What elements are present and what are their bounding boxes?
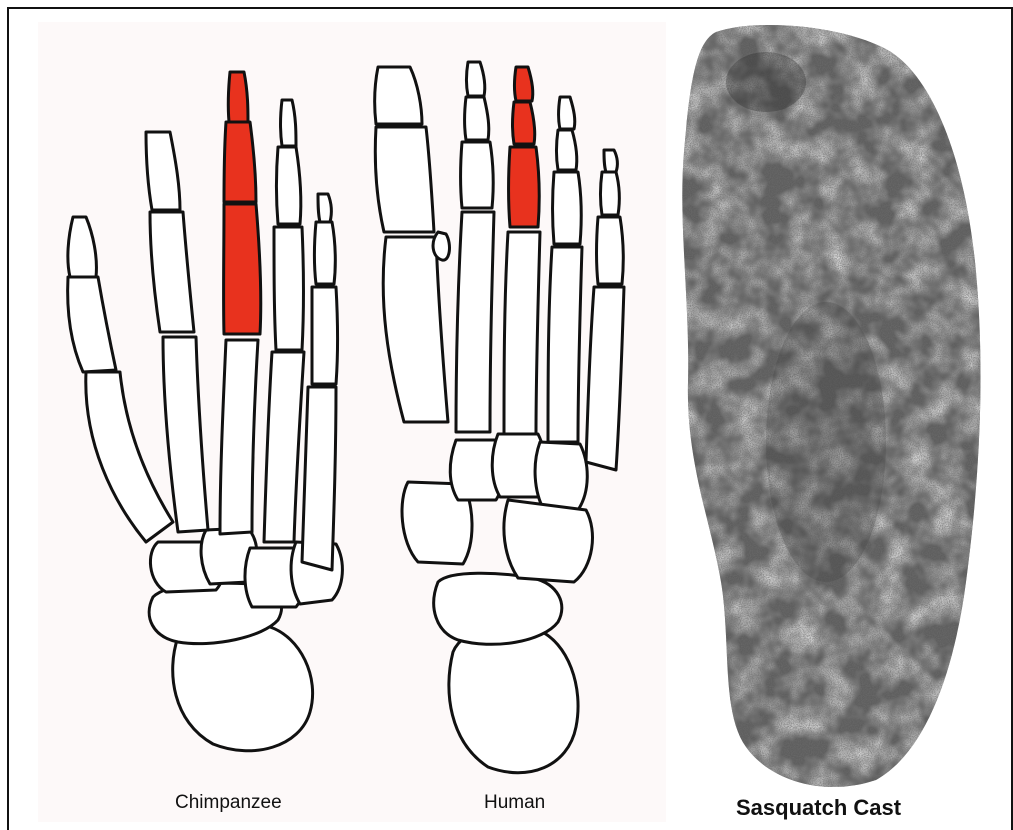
foot-skeleton-diagrams: Chimpanzee Human [38,22,666,822]
human-toe4-phalanx-1 [553,172,582,244]
human-toe2-phalanx-1 [461,142,494,208]
skeleton-drawing [38,22,666,822]
human-hallux-sesamoid [433,232,449,260]
chimp-toe5-phalanx-2 [315,222,336,284]
chimp-toe4-metatarsal [264,352,304,542]
chimp-toe5-phalanx-3 [318,194,331,222]
chimp-toe3-phalanx-1 [224,204,261,334]
human-toe4-metatarsal [548,247,582,442]
chimp-toe3-phalanx-3 [228,72,248,122]
human-toe5-phalanx-1 [597,217,624,284]
human-cuboid [504,500,593,582]
chimp-toe4-phalanx-2 [277,147,301,224]
human-talus [434,573,562,644]
caption-human: Human [484,792,545,814]
chimp-toe3-phalanx-2 [224,122,256,202]
chimp-toe5-phalanx-1 [312,287,338,384]
cast-body [676,22,994,790]
human-toe5-phalanx-2 [601,172,620,215]
caption-sasquatch-cast: Sasquatch Cast [736,795,901,821]
chimpanzee-foot [68,72,343,751]
human-hallux-metatarsal [383,237,448,422]
human-toe3-phalanx-1 [509,147,540,227]
human-toe4-phalanx-3 [559,97,575,129]
human-toe5-phalanx-3 [604,150,617,172]
human-toe3-phalanx-3 [515,67,533,101]
cast-drawing [676,22,994,790]
human-calcaneus [449,626,578,773]
chimp-hallux-phalanx-1 [68,277,116,372]
chimp-toe2-phalanx-2 [146,132,180,210]
human-foot [375,62,624,773]
chimp-hallux-phalanx-2 [68,217,97,277]
human-cuneiform-3 [535,442,587,510]
human-hallux-phalanx-2 [375,67,422,124]
sasquatch-cast-image [676,22,994,790]
human-toe3-metatarsal [504,232,540,434]
chimp-toe5-metatarsal [302,387,336,570]
chimp-toe4-phalanx-1 [274,227,304,350]
chimp-hallux-metatarsal [86,372,173,542]
human-toe5-metatarsal [586,287,624,470]
chimp-toe2-metatarsal [163,337,208,532]
chimp-toe2-phalanx-1 [150,212,194,332]
human-toe2-metatarsal [456,212,494,432]
human-toe3-phalanx-2 [513,102,535,144]
human-toe2-phalanx-3 [467,62,485,96]
chimp-toe4-phalanx-3 [281,100,297,146]
human-hallux-phalanx-1 [375,127,434,232]
caption-chimpanzee: Chimpanzee [175,792,282,814]
human-toe2-phalanx-2 [465,97,489,140]
chimp-toe3-metatarsal [220,340,258,534]
human-toe4-phalanx-2 [557,130,577,170]
